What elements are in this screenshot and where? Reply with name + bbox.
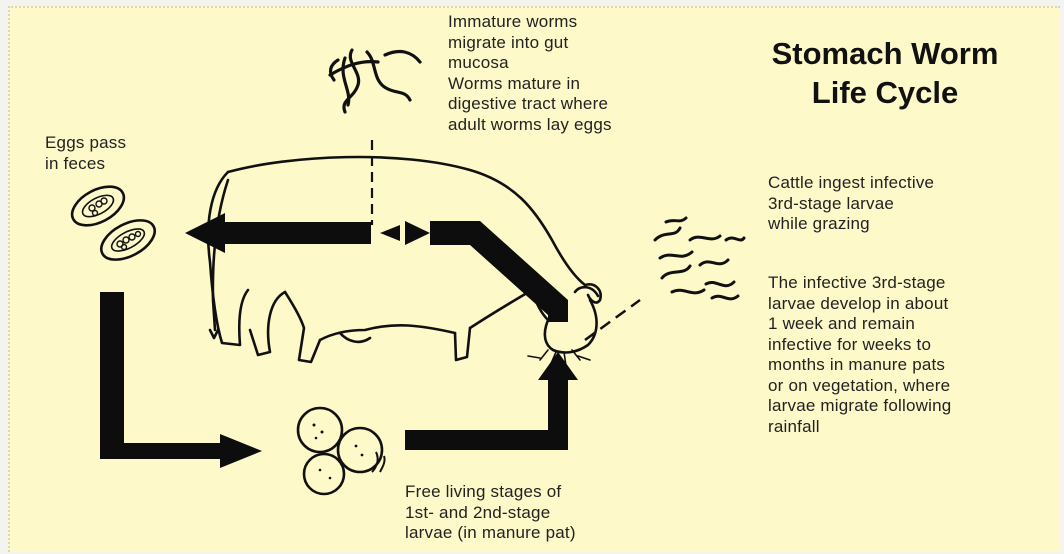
arrow-left-bottom-tip xyxy=(220,434,262,468)
arrow-body-shaft xyxy=(225,222,371,244)
free-living-larvae-illustration xyxy=(298,408,385,494)
cow-illustration xyxy=(208,157,600,366)
cow-udder xyxy=(340,333,370,342)
eggs-illustration xyxy=(66,179,161,268)
cow-hind-leg-near xyxy=(285,292,320,362)
cow-hind-leg-far xyxy=(250,292,285,355)
arrow-neck-segment xyxy=(430,221,568,322)
cow-back xyxy=(228,157,585,285)
arrow-body-head xyxy=(380,225,400,241)
label-infective-larvae: The infective 3rd-stage larvae develop i… xyxy=(768,273,951,437)
arrow-neck-head xyxy=(405,221,430,245)
arrow-left-bottom xyxy=(100,443,220,459)
title-line-1: Stomach Worm xyxy=(750,34,1020,73)
arrow-body-tip xyxy=(185,213,225,253)
cycle-arrows xyxy=(100,213,578,468)
immature-worms-illustration xyxy=(330,50,420,112)
arrow-left-vertical xyxy=(100,292,124,443)
cow-neck-underside xyxy=(470,290,532,328)
label-eggs-pass: Eggs pass in feces xyxy=(45,133,126,174)
cow-tail-tuft xyxy=(210,330,218,338)
label-immature-worms: Immature worms migrate into gut mucosa W… xyxy=(448,12,612,135)
cow-front-leg xyxy=(455,328,470,360)
label-cattle-ingest: Cattle ingest infective 3rd-stage larvae… xyxy=(768,173,934,235)
label-free-living: Free living stages of 1st- and 2nd-stage… xyxy=(405,482,576,544)
diagram-title: Stomach Worm Life Cycle xyxy=(750,34,1020,112)
arrow-right-bottom xyxy=(405,430,568,450)
title-line-2: Life Cycle xyxy=(750,73,1020,112)
arrow-right-vertical xyxy=(548,372,568,450)
infective-larvae-illustration xyxy=(655,218,744,299)
cow-ear xyxy=(575,287,598,296)
